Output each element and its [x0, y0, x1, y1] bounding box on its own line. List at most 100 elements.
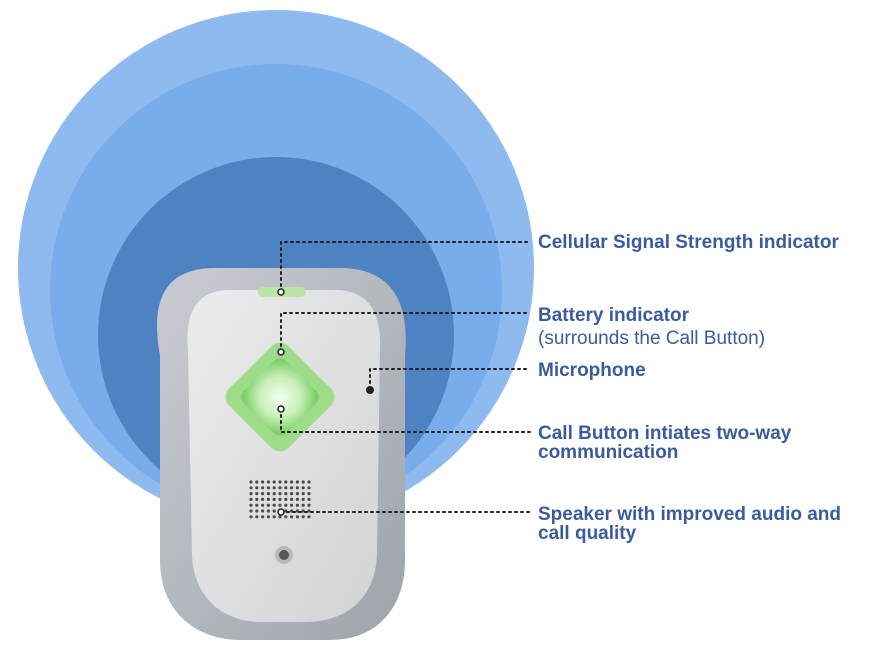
- speaker-hole: [307, 497, 311, 501]
- speaker-hole: [290, 497, 294, 501]
- speaker-hole: [278, 497, 282, 501]
- speaker-hole: [295, 515, 299, 519]
- speaker-hole: [272, 515, 276, 519]
- speaker-hole: [301, 480, 305, 484]
- speaker-hole: [261, 480, 265, 484]
- speaker-hole: [266, 480, 270, 484]
- leader-line-signal: [280, 241, 531, 293]
- speaker-hole: [255, 492, 259, 496]
- speaker-hole: [261, 509, 265, 513]
- speaker-hole: [266, 497, 270, 501]
- label-battery-indicator: Battery indicator (surrounds the Call Bu…: [538, 306, 765, 349]
- speaker-hole: [255, 515, 259, 519]
- speaker-hole: [284, 492, 288, 496]
- label-battery-title: Battery indicator: [538, 305, 689, 326]
- speaker-hole: [307, 515, 311, 519]
- speaker-hole: [266, 492, 270, 496]
- speaker-hole: [290, 515, 294, 519]
- label-battery-note: (surrounds the Call Button): [538, 328, 766, 349]
- speaker-hole: [278, 515, 282, 519]
- speaker-hole: [307, 503, 311, 507]
- speaker-hole: [249, 509, 253, 513]
- label-call-button: Call Button intiates two-way communicati…: [538, 424, 791, 462]
- leader-line-microphone: [369, 368, 531, 390]
- speaker-hole: [249, 492, 253, 496]
- speaker-hole: [307, 480, 311, 484]
- speaker-grille: [249, 480, 311, 519]
- speaker-hole: [261, 503, 265, 507]
- speaker-hole: [301, 486, 305, 490]
- speaker-hole: [266, 509, 270, 513]
- label-call-button-line2: communication: [538, 442, 679, 463]
- marker-call-button: [277, 405, 285, 413]
- speaker-hole: [295, 480, 299, 484]
- speaker-hole: [278, 492, 282, 496]
- speaker-hole: [301, 497, 305, 501]
- speaker-hole: [266, 486, 270, 490]
- speaker-hole: [295, 497, 299, 501]
- speaker-hole: [249, 486, 253, 490]
- speaker-hole: [261, 492, 265, 496]
- speaker-hole: [278, 486, 282, 490]
- speaker-hole: [307, 509, 311, 513]
- label-microphone-text: Microphone: [538, 360, 646, 381]
- speaker-hole: [284, 503, 288, 507]
- leader-line-battery: [280, 312, 531, 353]
- speaker-hole: [284, 515, 288, 519]
- label-speaker: Speaker with improved audio and call qua…: [538, 505, 841, 543]
- marker-signal: [277, 288, 285, 296]
- speaker-hole: [266, 515, 270, 519]
- label-speaker-line2: call quality: [538, 523, 637, 544]
- leader-line-call-button: [280, 408, 531, 433]
- speaker-hole: [301, 492, 305, 496]
- speaker-hole: [272, 497, 276, 501]
- speaker-hole: [272, 492, 276, 496]
- speaker-hole: [272, 486, 276, 490]
- speaker-hole: [249, 515, 253, 519]
- speaker-hole: [261, 515, 265, 519]
- speaker-hole: [295, 486, 299, 490]
- speaker-hole: [301, 503, 305, 507]
- speaker-hole: [295, 503, 299, 507]
- speaker-hole: [272, 503, 276, 507]
- marker-battery: [277, 348, 285, 356]
- speaker-hole: [255, 503, 259, 507]
- speaker-hole: [284, 480, 288, 484]
- speaker-hole: [272, 509, 276, 513]
- speaker-hole: [255, 497, 259, 501]
- speaker-hole: [278, 503, 282, 507]
- speaker-hole: [290, 503, 294, 507]
- speaker-hole: [278, 480, 282, 484]
- speaker-hole: [307, 492, 311, 496]
- speaker-hole: [255, 486, 259, 490]
- label-speaker-line1: Speaker with improved audio and: [538, 504, 842, 525]
- speaker-hole: [261, 497, 265, 501]
- label-microphone: Microphone: [538, 361, 646, 381]
- speaker-hole: [272, 480, 276, 484]
- marker-speaker: [277, 508, 285, 516]
- device-face: [187, 290, 381, 622]
- speaker-hole: [290, 492, 294, 496]
- device-port-center: [279, 550, 289, 560]
- speaker-hole: [249, 497, 253, 501]
- speaker-hole: [249, 503, 253, 507]
- call-button[interactable]: [238, 355, 323, 440]
- speaker-hole: [284, 497, 288, 501]
- speaker-hole: [261, 486, 265, 490]
- speaker-hole: [301, 509, 305, 513]
- label-call-button-line1: Call Button intiates two-way: [538, 423, 792, 444]
- speaker-hole: [249, 480, 253, 484]
- speaker-hole: [255, 480, 259, 484]
- speaker-hole: [295, 492, 299, 496]
- speaker-hole: [290, 480, 294, 484]
- speaker-hole: [255, 509, 259, 513]
- label-signal-strength: Cellular Signal Strength indicator: [538, 233, 839, 253]
- speaker-hole: [284, 486, 288, 490]
- speaker-hole: [266, 503, 270, 507]
- speaker-hole: [301, 515, 305, 519]
- speaker-hole: [290, 486, 294, 490]
- speaker-hole: [307, 486, 311, 490]
- label-signal-strength-text: Cellular Signal Strength indicator: [538, 232, 839, 253]
